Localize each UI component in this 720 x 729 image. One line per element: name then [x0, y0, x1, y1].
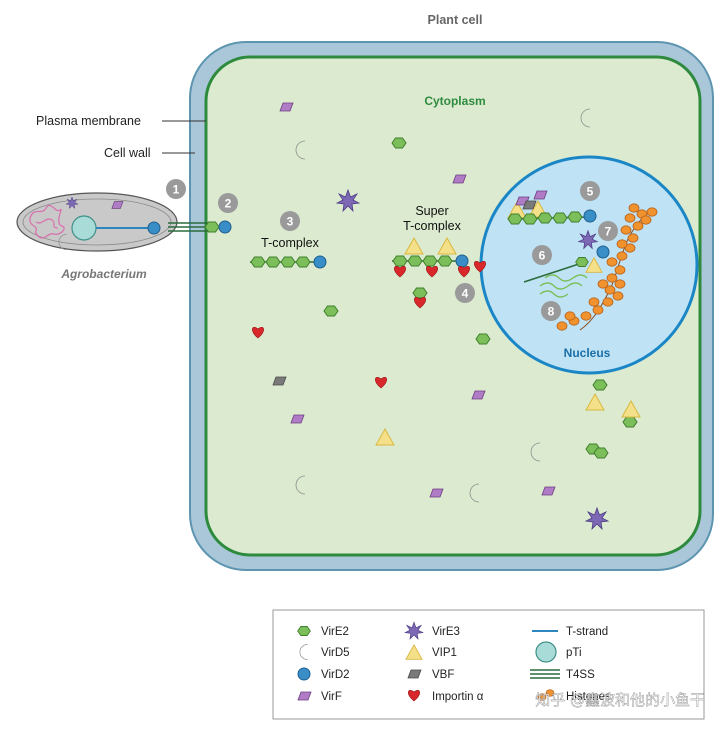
- t-strand-integration: [523, 230, 610, 298]
- step-marker-6: 6: [532, 245, 552, 265]
- svg-text:2: 2: [225, 197, 232, 211]
- legend-t4ss-icon: [530, 669, 560, 679]
- plant-cell-title: Plant cell: [428, 13, 483, 27]
- legend-label-vird5: VirD5: [321, 647, 350, 659]
- svg-text:4: 4: [462, 287, 469, 301]
- legend-label-t4ss: T4SS: [566, 669, 595, 681]
- t-complex-label: T-complex: [261, 236, 319, 250]
- watermark: 知乎 @鑫波和他的小鱼干: [535, 691, 705, 709]
- cytoplasm-label: Cytoplasm: [424, 94, 485, 108]
- super-t-complex: [392, 237, 486, 278]
- svg-text:8: 8: [548, 305, 555, 319]
- svg-text:5: 5: [587, 185, 594, 199]
- step-marker-7: 7: [598, 221, 618, 241]
- agrobacterium-label: Agrobacterium: [60, 267, 147, 281]
- bacterial-chromosome: [29, 204, 65, 239]
- svg-text:6: 6: [539, 249, 546, 263]
- svg-text:3: 3: [287, 215, 294, 229]
- legend-label-vire2: VirE2: [321, 626, 349, 638]
- legend-pti-icon: [535, 641, 557, 663]
- svg-text:7: 7: [605, 225, 612, 239]
- vire2-icon: [204, 221, 220, 233]
- legend-label-pti: pTi: [566, 647, 582, 659]
- step-marker-8: 8: [541, 301, 561, 321]
- step-marker-1: 1: [166, 179, 186, 199]
- legend-label-vip1: VIP1: [432, 647, 457, 659]
- legend-label-importin: Importin α: [432, 691, 484, 703]
- vird2-icon: [147, 221, 161, 235]
- chromatin-histones: [556, 203, 658, 331]
- plasma-membrane-label: Plasma membrane: [36, 114, 141, 128]
- step-marker-3: 3: [280, 211, 300, 231]
- svg-text:1: 1: [173, 183, 180, 197]
- agrobacterium-cell: [16, 192, 178, 252]
- legend-box: [272, 609, 705, 720]
- t-complex: [250, 255, 327, 269]
- nuclear-t-complex: [507, 190, 597, 225]
- step-marker-5: 5: [580, 181, 600, 201]
- legend-label-vire3: VirE3: [432, 626, 460, 638]
- legend-label-vird2: VirD2: [321, 669, 350, 681]
- vird2-icon: [218, 220, 232, 234]
- legend-label-virf: VirF: [321, 691, 342, 703]
- nucleus-label: Nucleus: [564, 346, 611, 360]
- pti-plasmid-icon: [71, 215, 97, 241]
- legend: VirE2 VirD5 VirD2 VirF VirE3 VIP1 VBF Im…: [297, 621, 611, 703]
- legend-label-histones: Histones: [566, 691, 611, 703]
- legend-vird2-icon: [297, 667, 311, 681]
- step-marker-2: 2: [218, 193, 238, 213]
- cell-wall-label: Cell wall: [104, 146, 151, 160]
- super-t-complex-label-1: Super: [415, 204, 448, 218]
- super-t-complex-label-2: T-complex: [403, 219, 461, 233]
- legend-label-vbf: VBF: [432, 669, 454, 681]
- legend-vire2-icon: [297, 626, 311, 636]
- step-marker-4: 4: [455, 283, 475, 303]
- legend-label-t-strand: T-strand: [566, 626, 608, 638]
